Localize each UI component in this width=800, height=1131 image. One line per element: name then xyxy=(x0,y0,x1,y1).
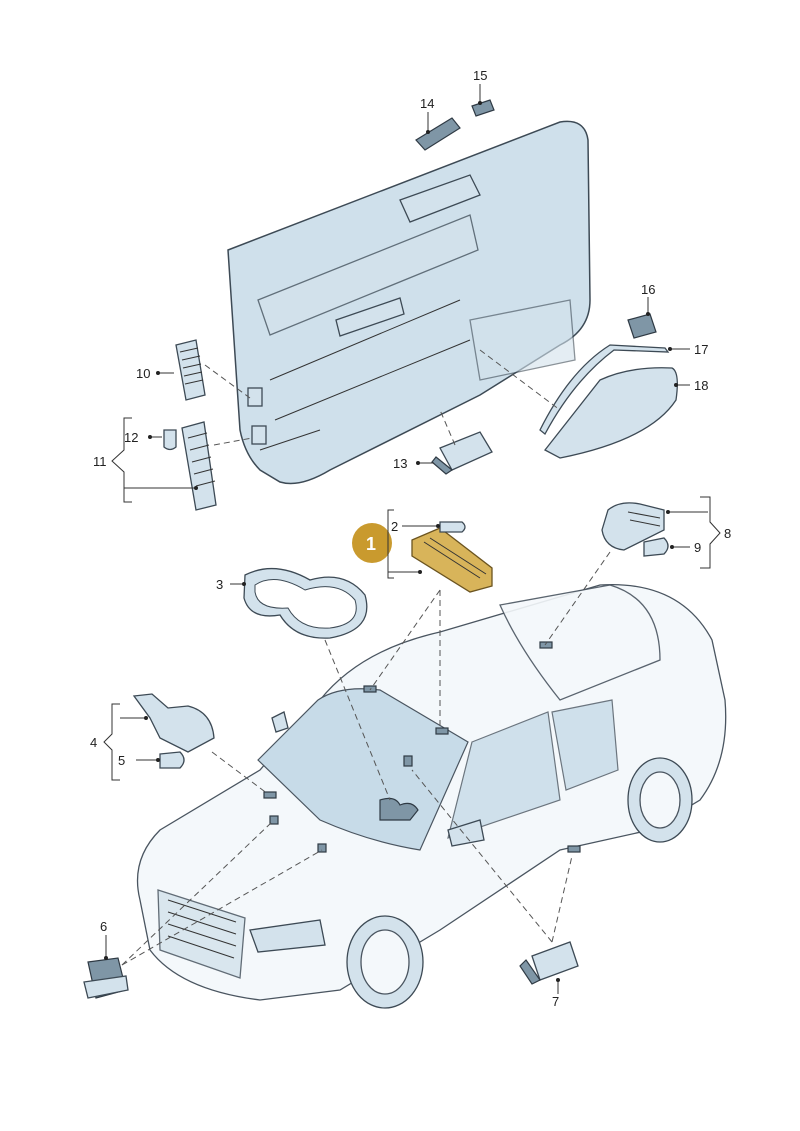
callout-18: 18 xyxy=(694,378,708,393)
part-13-module xyxy=(431,431,493,475)
callout-8: 8 xyxy=(724,526,731,541)
part-16-clip xyxy=(627,313,657,339)
part-7-module xyxy=(519,941,579,985)
part-1-interior-light xyxy=(411,527,493,593)
part-14-lamp xyxy=(415,117,461,151)
callout-14: 14 xyxy=(420,96,434,111)
door-trim-panel xyxy=(227,120,591,485)
part-10-lamp xyxy=(175,339,206,401)
part-3-seal xyxy=(243,567,368,639)
part-4-lamp xyxy=(132,693,215,753)
callout-7: 7 xyxy=(552,994,559,1009)
highlight-badge xyxy=(352,523,392,563)
part-11-lamp xyxy=(181,421,217,511)
callout-12: 12 xyxy=(124,430,138,445)
part-5-bulb xyxy=(159,751,185,769)
callout-2: 2 xyxy=(391,519,398,534)
callout-1: 1 xyxy=(366,534,376,554)
callout-6: 6 xyxy=(100,919,107,934)
bulb-icon xyxy=(163,429,177,451)
part-2-bulb xyxy=(439,521,466,533)
part-18-trim xyxy=(544,367,678,459)
callout-13: 13 xyxy=(393,456,407,471)
callout-15: 15 xyxy=(473,68,487,83)
callout-3: 3 xyxy=(216,577,223,592)
callout-17: 17 xyxy=(694,342,708,357)
callout-4: 4 xyxy=(90,735,97,750)
callout-9: 9 xyxy=(694,540,701,555)
part-8-lamp xyxy=(601,502,665,551)
callout-10: 10 xyxy=(136,366,150,381)
callout-16: 16 xyxy=(641,282,655,297)
part-6-switch xyxy=(83,957,129,999)
convertible-car xyxy=(136,583,727,1009)
callout-5: 5 xyxy=(118,753,125,768)
callout-11: 11 xyxy=(93,454,107,469)
part-9-bulb xyxy=(643,537,669,557)
part-15-bulb xyxy=(471,99,495,117)
part-17-strip xyxy=(539,344,670,435)
